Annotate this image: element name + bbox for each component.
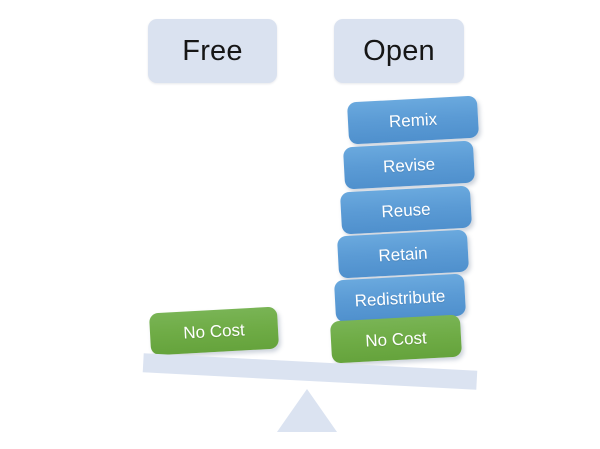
header-label-open: Open <box>363 34 435 67</box>
balance-beam <box>142 353 478 390</box>
open-item-label: Remix <box>388 109 438 131</box>
open-item-no-cost: No Cost <box>329 314 463 364</box>
header-label-free: Free <box>182 34 243 67</box>
header-box-open: Open <box>334 19 464 83</box>
open-item-remix: Remix <box>346 95 480 145</box>
open-item-label: Retain <box>377 243 429 265</box>
open-item-label: Revise <box>382 154 436 176</box>
free-item-label: No Cost <box>182 319 246 343</box>
fulcrum-triangle <box>277 389 337 432</box>
free-item-no-cost: No Cost <box>148 306 280 356</box>
open-item-revise: Revise <box>342 140 476 190</box>
open-item-reuse: Reuse <box>339 185 473 235</box>
open-item-retain: Retain <box>336 229 470 279</box>
header-box-free: Free <box>148 19 277 83</box>
open-item-label: No Cost <box>364 327 428 351</box>
open-item-label: Redistribute <box>354 286 446 310</box>
open-item-label: Reuse <box>380 199 432 221</box>
